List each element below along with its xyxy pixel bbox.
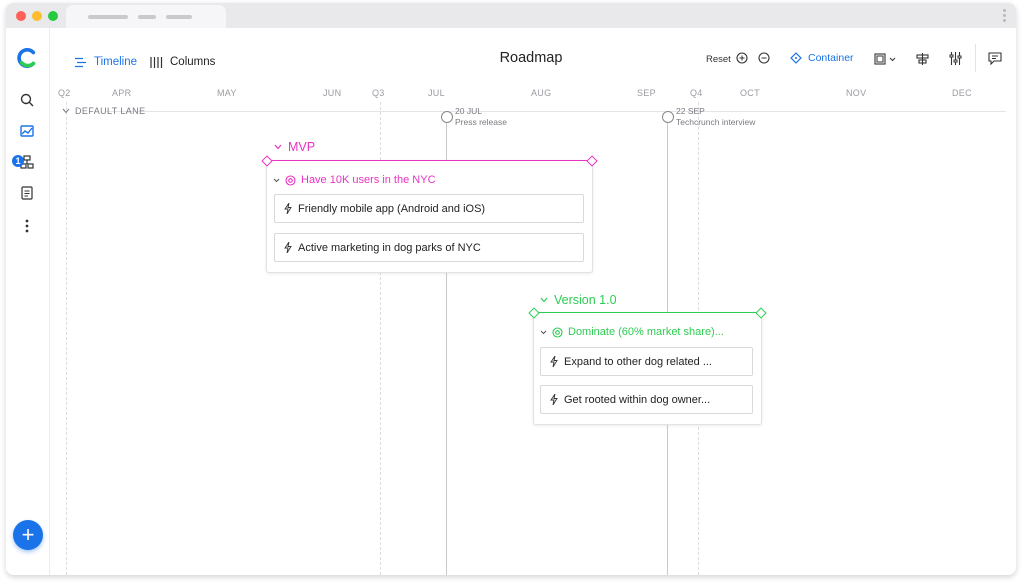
container-button[interactable]: Container bbox=[790, 52, 854, 64]
app-logo-icon[interactable] bbox=[17, 48, 37, 68]
initiative-card[interactable]: Expand to other dog related ... bbox=[540, 347, 753, 376]
chevron-down-icon bbox=[274, 144, 282, 150]
month-label: AUG bbox=[531, 88, 552, 98]
month-label: JUL bbox=[428, 88, 445, 98]
goal-mvp[interactable]: Have 10K users in the NYC bbox=[273, 174, 436, 186]
milestone-line bbox=[446, 118, 447, 575]
milestone-marker[interactable] bbox=[441, 111, 453, 123]
view-options-dropdown[interactable] bbox=[874, 53, 896, 65]
month-label: SEP bbox=[637, 88, 656, 98]
zoom-in-icon[interactable] bbox=[736, 52, 748, 64]
page-title: Roadmap bbox=[499, 50, 563, 66]
month-label: OCT bbox=[740, 88, 760, 98]
initiative-label: Friendly mobile app (Android and iOS) bbox=[298, 202, 486, 215]
document-icon[interactable] bbox=[17, 183, 37, 203]
month-label: NOV bbox=[846, 88, 867, 98]
columns-icon bbox=[150, 56, 163, 68]
initiative-card[interactable]: Active marketing in dog parks of NYC bbox=[274, 233, 584, 262]
chevron-down-icon bbox=[540, 330, 547, 334]
bolt-icon bbox=[550, 356, 558, 367]
maximize-window-button[interactable] bbox=[48, 11, 58, 21]
goal-version[interactable]: Dominate (60% market share)... bbox=[540, 326, 724, 338]
milestone-date: 20 JUL bbox=[455, 106, 482, 116]
chevron-down-icon bbox=[62, 108, 70, 114]
sidebar: 1 + bbox=[6, 28, 50, 575]
quarter-label: Q3 bbox=[372, 88, 385, 98]
comments-icon[interactable] bbox=[988, 52, 1002, 65]
milestone-label: Techcrunch interview bbox=[676, 117, 756, 127]
chevron-down-icon bbox=[889, 57, 896, 61]
container-label: Container bbox=[808, 52, 854, 64]
container-version-span bbox=[533, 312, 760, 313]
timeline-icon bbox=[75, 57, 86, 67]
initiative-label: Get rooted within dog owner... bbox=[564, 393, 711, 406]
tab-timeline-label: Timeline bbox=[94, 56, 138, 68]
month-label: DEC bbox=[952, 88, 972, 98]
zoom-out-icon[interactable] bbox=[758, 52, 770, 64]
app-area: 1 + Timeline Columns Roadmap Reset bbox=[6, 28, 1016, 575]
container-title: MVP bbox=[288, 140, 316, 154]
bolt-icon bbox=[284, 203, 292, 214]
container-mvp-title[interactable]: MVP bbox=[274, 140, 315, 154]
quarter-gridline bbox=[380, 102, 381, 575]
tab-columns[interactable]: Columns bbox=[150, 56, 215, 68]
initiative-card[interactable]: Friendly mobile app (Android and iOS) bbox=[274, 194, 584, 223]
close-window-button[interactable] bbox=[16, 11, 26, 21]
add-button[interactable]: + bbox=[13, 520, 43, 550]
chevron-down-icon bbox=[540, 297, 548, 303]
quarter-gridline bbox=[66, 102, 67, 575]
container-title: Version 1.0 bbox=[554, 293, 617, 307]
milestone-techcrunch[interactable]: 22 SEP Techcrunch interview bbox=[676, 106, 755, 128]
minimize-window-button[interactable] bbox=[32, 11, 42, 21]
layout-icon bbox=[874, 53, 886, 65]
month-label: MAY bbox=[217, 88, 237, 98]
notification-badge: 1 bbox=[12, 155, 24, 167]
tab-timeline[interactable]: Timeline bbox=[74, 56, 137, 68]
goal-label: Have 10K users in the NYC bbox=[301, 174, 436, 186]
bolt-icon bbox=[550, 394, 558, 405]
milestone-marker[interactable] bbox=[662, 111, 674, 123]
browser-menu-icon[interactable] bbox=[1003, 9, 1006, 24]
hierarchy-icon[interactable] bbox=[17, 152, 37, 172]
window-titlebar bbox=[6, 3, 1016, 29]
lane-label: DEFAULT LANE bbox=[75, 106, 146, 116]
quarter-label: Q2 bbox=[58, 88, 71, 98]
target-icon bbox=[552, 326, 563, 338]
more-vertical-icon[interactable] bbox=[17, 216, 37, 236]
chevron-down-icon bbox=[273, 178, 280, 182]
lane-toggle[interactable]: DEFAULT LANE bbox=[62, 106, 146, 116]
container-mvp-span bbox=[266, 160, 591, 161]
browser-tab[interactable] bbox=[66, 5, 226, 29]
container-icon bbox=[790, 52, 802, 64]
milestone-label: Press release bbox=[455, 117, 507, 127]
month-label: JUN bbox=[323, 88, 342, 98]
goal-label: Dominate (60% market share)... bbox=[568, 326, 724, 338]
lane-divider bbox=[106, 111, 1006, 112]
milestone-date: 22 SEP bbox=[676, 106, 705, 116]
month-label: APR bbox=[112, 88, 132, 98]
filter-sliders-icon[interactable] bbox=[949, 52, 962, 65]
container-version-title[interactable]: Version 1.0 bbox=[540, 293, 617, 307]
align-icon[interactable] bbox=[916, 53, 929, 65]
quarter-label: Q4 bbox=[690, 88, 703, 98]
tab-columns-label: Columns bbox=[170, 56, 216, 68]
search-icon[interactable] bbox=[17, 90, 37, 110]
reset-button[interactable]: Reset bbox=[706, 54, 731, 65]
toolbar-divider bbox=[975, 44, 976, 72]
initiative-card[interactable]: Get rooted within dog owner... bbox=[540, 385, 753, 414]
target-icon bbox=[285, 174, 296, 186]
reset-label: Reset bbox=[706, 54, 731, 65]
initiative-label: Expand to other dog related ... bbox=[564, 355, 712, 368]
browser-window: 1 + Timeline Columns Roadmap Reset bbox=[6, 3, 1016, 575]
bolt-icon bbox=[284, 242, 292, 253]
milestone-press-release[interactable]: 20 JUL Press release bbox=[455, 106, 507, 128]
initiative-label: Active marketing in dog parks of NYC bbox=[298, 241, 481, 254]
roadmap-icon[interactable] bbox=[17, 121, 37, 141]
